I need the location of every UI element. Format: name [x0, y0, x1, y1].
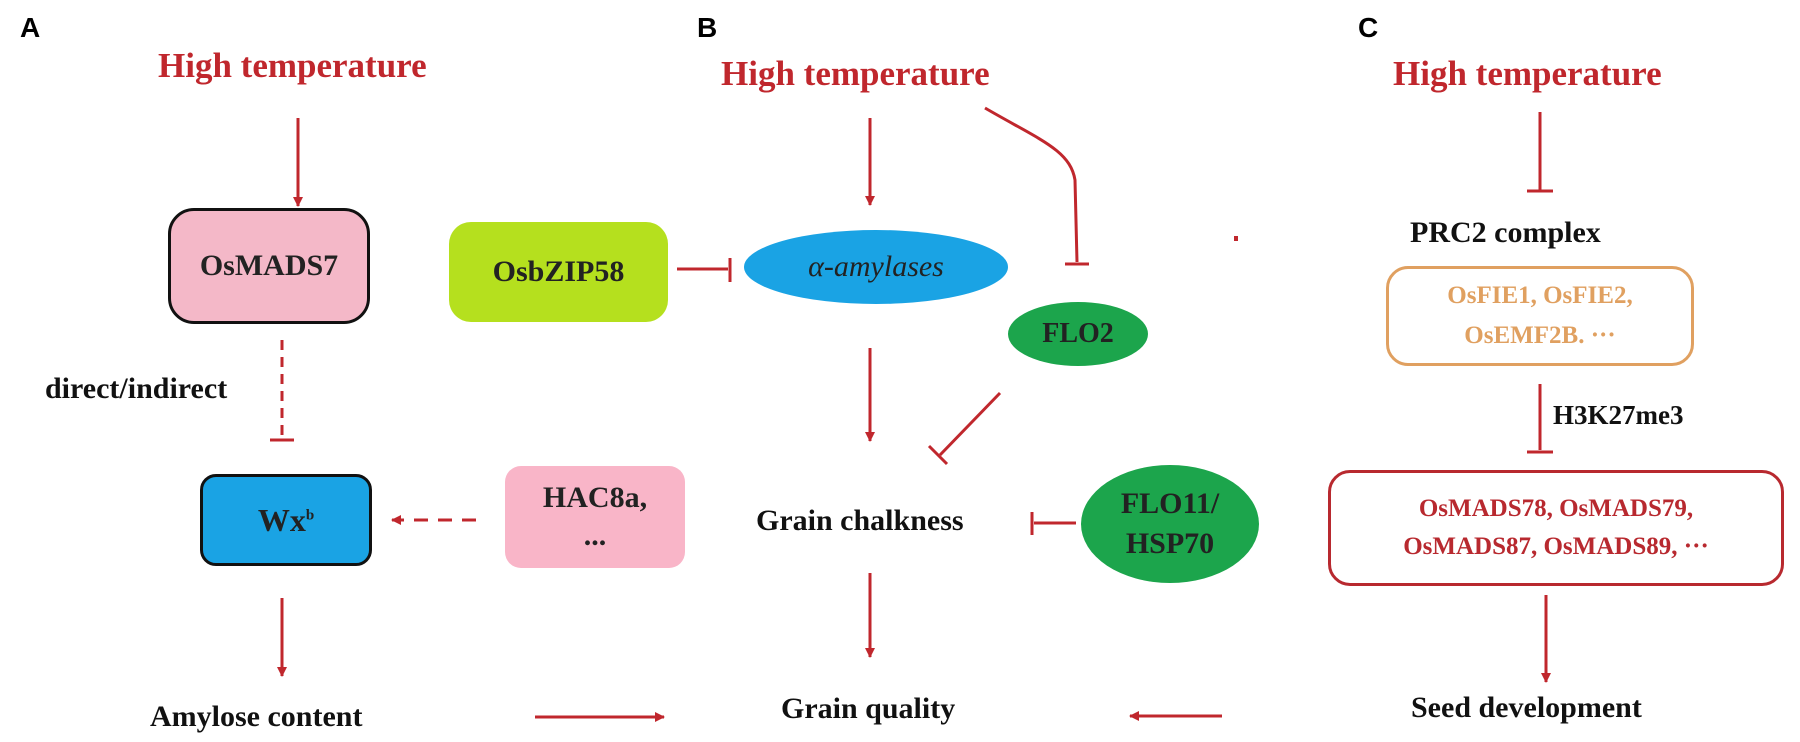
wx-text: Wx	[257, 501, 306, 538]
wx-label: Wxb	[258, 502, 314, 539]
heading-c: High temperature	[1393, 54, 1662, 93]
stray-dot	[1234, 236, 1238, 241]
inhibit-b-flo2-to-chalkness	[938, 391, 1002, 457]
wx-node: Wxb	[200, 474, 372, 566]
wx-superscript: b	[305, 506, 315, 523]
seed-development-label: Seed development	[1411, 691, 1642, 724]
grain-chalkness-label: Grain chalkness	[756, 504, 964, 537]
osmads7-node: OsMADS7	[168, 208, 370, 324]
osbzip58-node: OsbZIP58	[449, 222, 668, 322]
prc2-members-line2: OsEMF2B. ···	[1464, 322, 1616, 349]
alpha-amylases-node: α-amylases	[744, 230, 1008, 304]
amylose-content-label: Amylose content	[150, 700, 363, 733]
flo2-label: FLO2	[1042, 318, 1114, 349]
prc2-members-line1: OsFIE1, OsFIE2,	[1447, 282, 1633, 309]
flo11-label: FLO11/	[1120, 487, 1220, 520]
flo11-hsp70-node: FLO11/ HSP70	[1081, 465, 1259, 583]
heading-a: High temperature	[158, 46, 427, 85]
osmads-targets-box: OsMADS78, OsMADS79, OsMADS87, OsMADS89, …	[1328, 470, 1784, 586]
hac8a-node: HAC8a, ...	[505, 466, 685, 568]
osbzip58-label: OsbZIP58	[492, 255, 625, 288]
hac8a-label-line1: HAC8a,	[542, 481, 648, 514]
panel-label-a: A	[20, 12, 41, 43]
flo2-node: FLO2	[1008, 302, 1148, 366]
panel-label-b: B	[697, 12, 718, 43]
osmads-targets-line1: OsMADS78, OsMADS79,	[1418, 495, 1694, 522]
direct-indirect-label: direct/indirect	[45, 372, 228, 405]
alpha-amylases-label: α-amylases	[808, 250, 944, 283]
inhibit-b-heat-to-flo2	[984, 106, 1079, 263]
osmads7-label: OsMADS7	[199, 249, 339, 282]
hac8a-label-line2: ...	[583, 519, 607, 552]
heading-b: High temperature	[721, 54, 990, 93]
hsp70-label: HSP70	[1125, 527, 1215, 560]
grain-quality-label: Grain quality	[781, 692, 956, 725]
osmads-targets-line2: OsMADS87, OsMADS89, ···	[1403, 533, 1709, 560]
inhibit-b-flo2-bar	[927, 444, 949, 466]
prc2-members-box: OsFIE1, OsFIE2, OsEMF2B. ···	[1386, 266, 1694, 366]
prc2-complex-label: PRC2 complex	[1410, 216, 1601, 249]
panel-label-c: C	[1358, 12, 1379, 43]
h3k27me3-label: H3K27me3	[1553, 400, 1684, 430]
